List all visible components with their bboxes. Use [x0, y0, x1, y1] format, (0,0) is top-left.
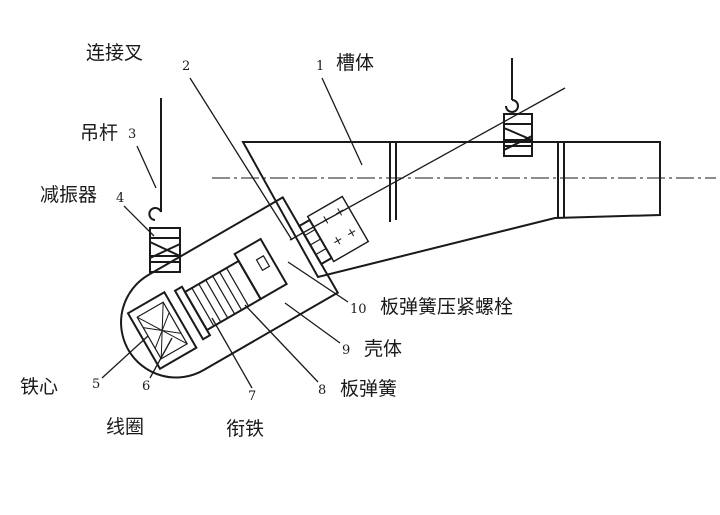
part-7-label: 衔铁	[226, 418, 265, 440]
part-8-number: 8	[318, 383, 327, 398]
part-8-label: 板弹簧	[340, 378, 398, 400]
part-4-label: 减振器	[40, 184, 98, 206]
part-10-label: 板弹簧压紧螺栓	[380, 296, 514, 318]
part-7-number: 7	[248, 389, 257, 404]
trough	[241, 141, 661, 279]
part-9-label: 壳体	[364, 338, 403, 360]
exciter-housing	[120, 195, 370, 379]
part-2-number: 2	[182, 59, 191, 74]
left-hanger	[148, 98, 181, 273]
right-hanger	[503, 58, 533, 157]
part-5-label: 铁心	[20, 376, 59, 398]
part-6-label: 线圈	[106, 416, 145, 438]
part-5-number: 5	[92, 377, 101, 392]
part-3-number: 3	[128, 127, 137, 142]
part-3-label: 吊杆	[80, 122, 119, 144]
part-1-number: 1	[316, 59, 325, 74]
part-1-label: 槽体	[336, 52, 375, 74]
part-6-number: 6	[142, 379, 151, 394]
part-10-number: 10	[350, 302, 367, 317]
leader-lines	[101, 77, 363, 389]
vibration-axis-line	[289, 87, 566, 241]
part-9-number: 9	[342, 343, 351, 358]
part-4-number: 4	[116, 191, 125, 206]
part-2-label: 连接叉	[86, 42, 144, 64]
